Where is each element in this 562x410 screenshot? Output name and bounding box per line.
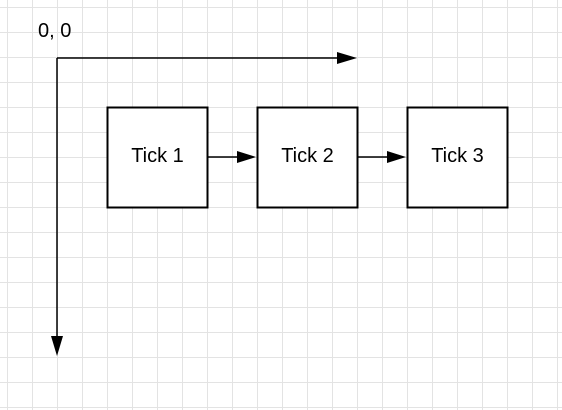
connector-1-to-2 xyxy=(208,151,256,163)
tick-box-1-rect xyxy=(106,106,209,209)
axes xyxy=(51,52,357,356)
tick-box-2-label: Tick 2 xyxy=(281,145,334,167)
tick-box-3-rect xyxy=(406,106,509,209)
connector-2-to-3-arrowhead xyxy=(387,151,406,163)
connector-1-to-2-arrowhead xyxy=(237,151,256,163)
tick-box-2-rect xyxy=(256,106,359,209)
y-axis-arrowhead xyxy=(51,336,63,356)
tick-box-1[interactable]: Tick 1 xyxy=(106,106,209,209)
x-axis-arrowhead xyxy=(337,52,357,64)
tick-box-3-label: Tick 3 xyxy=(431,145,484,167)
connector-2-to-3 xyxy=(358,151,406,163)
tick-box-3[interactable]: Tick 3 xyxy=(406,106,509,209)
tick-box-2[interactable]: Tick 2 xyxy=(256,106,359,209)
tick-box-1-label: Tick 1 xyxy=(131,145,184,167)
origin-label: 0, 0 xyxy=(38,20,71,42)
